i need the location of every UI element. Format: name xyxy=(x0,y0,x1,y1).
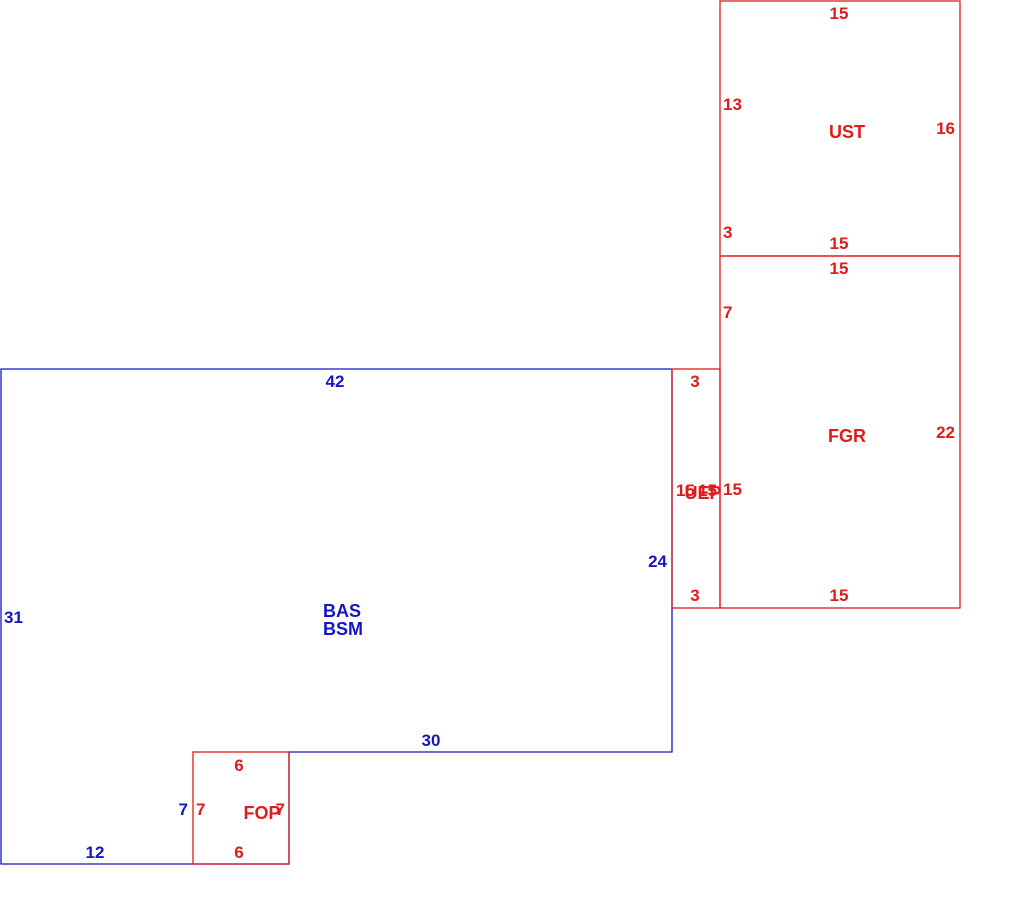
ust-dim-left-bottom: 3 xyxy=(723,223,732,242)
bas-dim-bottom: 12 xyxy=(86,843,105,862)
bas-dim-step: 7 xyxy=(179,800,188,819)
uep-dim-top: 3 xyxy=(690,372,699,391)
ust-code-label: UST xyxy=(829,122,865,142)
bsm-code-label: BSM xyxy=(323,619,363,639)
fgr-dim-right: 22 xyxy=(936,423,955,442)
uep-dim-left: 15 xyxy=(676,481,695,500)
ust-dim-bottom: 15 xyxy=(830,234,849,253)
fop-outline xyxy=(192,751,290,865)
ust-outline xyxy=(719,0,961,257)
bas-dim-left: 31 xyxy=(4,608,23,627)
fgr-dim-bottom: 15 xyxy=(830,586,849,605)
ust-dim-top: 15 xyxy=(830,4,849,23)
fgr-dim-left-top: 7 xyxy=(723,303,732,322)
fgr-code-label: FGR xyxy=(828,426,866,446)
uep-dim-right: 15 xyxy=(698,481,717,500)
fop-dim-right: 7 xyxy=(276,800,285,819)
fop-code-label: FOP xyxy=(243,803,280,823)
uep-code-label: UEP xyxy=(684,483,721,503)
bas-dim-right: 24 xyxy=(648,552,667,571)
fgr-dim-left-mid: 15 xyxy=(723,480,742,499)
uep-dim-bottom: 3 xyxy=(690,586,699,605)
fop-dim-top: 6 xyxy=(234,756,243,775)
bas-dim-bottom-step: 30 xyxy=(422,731,441,750)
fop-dim-bottom: 6 xyxy=(234,843,243,862)
bas-code-label: BAS xyxy=(323,601,361,621)
ust-dim-left: 13 xyxy=(723,95,742,114)
fgr-dim-top: 15 xyxy=(830,259,849,278)
fop-dim-left: 7 xyxy=(196,800,205,819)
ust-dim-right: 16 xyxy=(936,119,955,138)
bas-dim-top: 42 xyxy=(326,372,345,391)
